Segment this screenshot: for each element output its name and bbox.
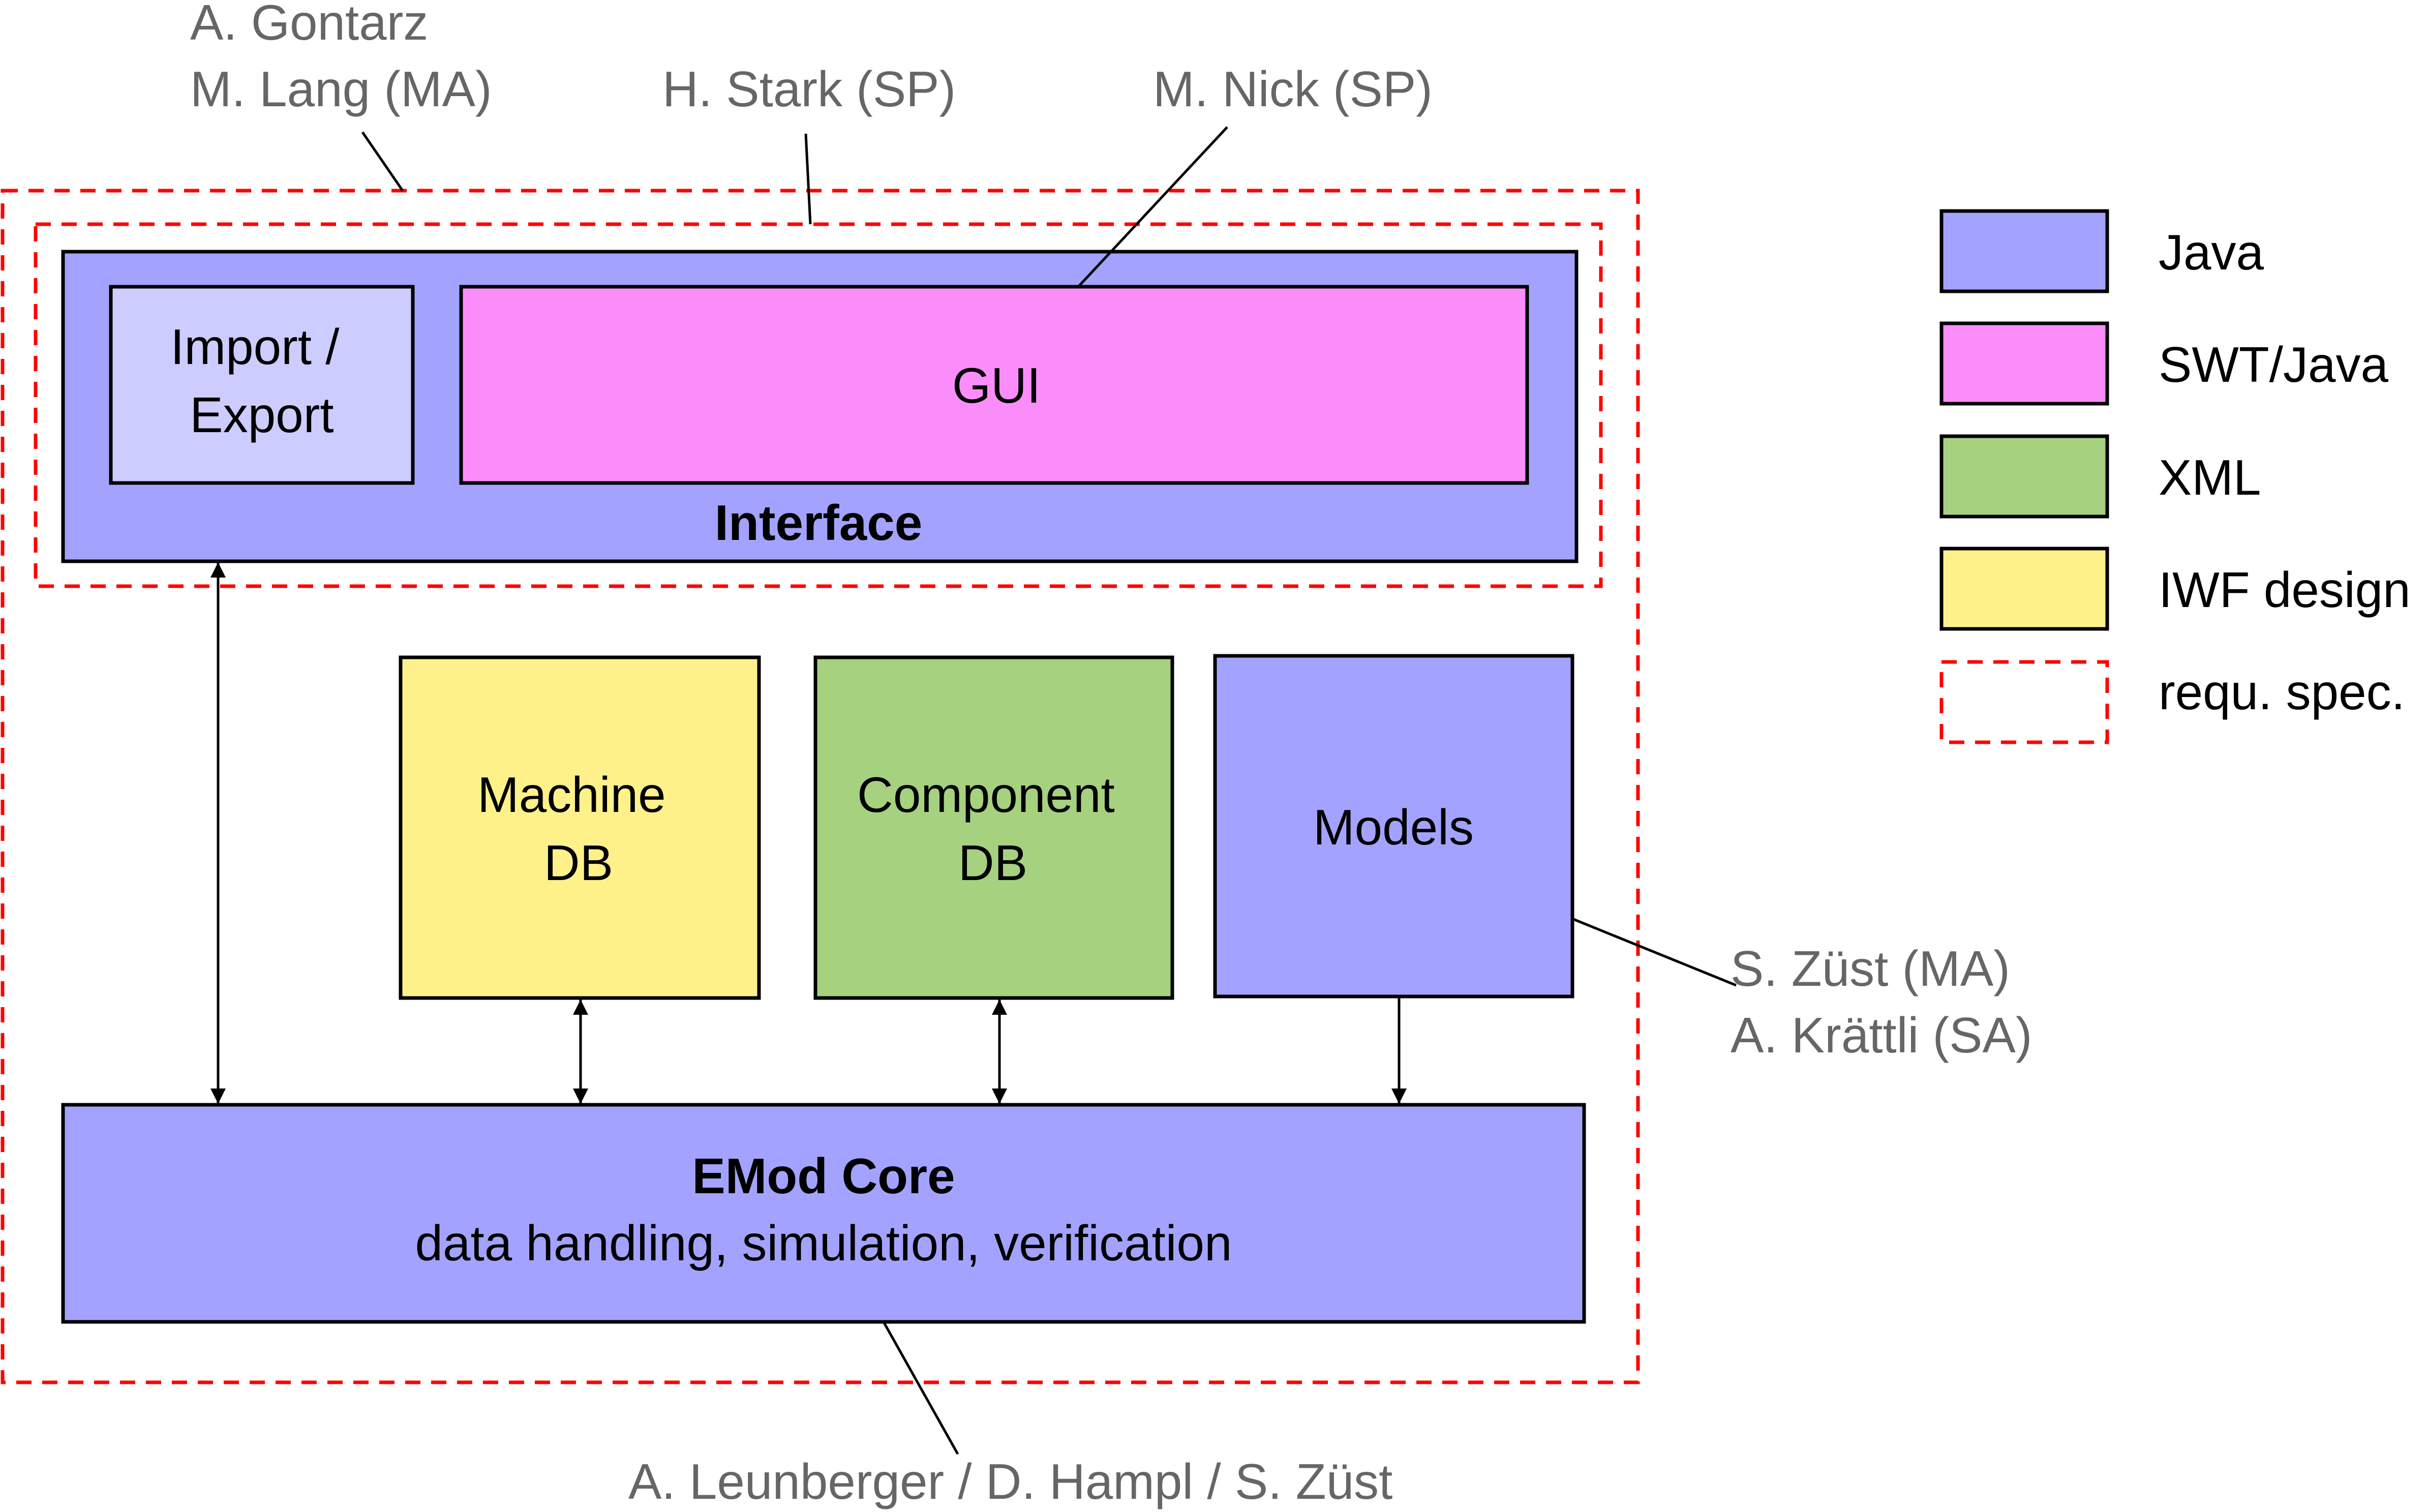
interface-label: Interface [715,495,923,551]
leader-gontarz-lang [361,131,404,192]
gui-block [459,285,1529,485]
machine-db-block [399,655,761,1000]
legend-swatch-xml [1939,434,2109,519]
component-db-block [813,655,1174,1000]
leader-zuest-kraettli [1573,918,1737,987]
author-nick: M. Nick (SP) [1153,61,1433,117]
legend-swatch-requ-spec [1939,660,2109,744]
emod-core-block [61,1103,1586,1324]
legend-label-requ-spec: requ. spec. [2159,664,2405,720]
legend-label-iwf-design: IWF design [2159,562,2411,618]
models-block [1213,654,1574,999]
requ-spec-outer-frame [1,189,1640,1384]
requ-spec-interface-frame [34,222,1603,588]
models-label: Models [1313,799,1474,855]
gui-label: GUI [952,357,1041,413]
emod-core-subtitle: data handling, simulation, verification [415,1215,1232,1271]
legend-label-java: Java [2159,224,2264,280]
legend-swatch-java [1939,209,2109,293]
legend-label-swt-java: SWT/Java [2159,337,2388,392]
legend-label-xml: XML [2159,449,2261,505]
author-core-team: A. Leunberger / D. Hampl / S. Züst [628,1454,1392,1509]
author-stark: H. Stark (SP) [662,61,956,117]
leader-stark [804,133,812,225]
import-export-block [109,285,415,485]
author-gontarz-lang: A. Gontarz M. Lang (MA) [190,0,492,117]
leader-nick [1077,126,1228,288]
component-db-label: Component DB [857,767,1129,891]
import-export-label: Import / Export [170,319,353,443]
legend-swatch-swt-java [1939,321,2109,406]
leader-core-team [882,1321,959,1455]
machine-db-label: Machine DB [477,767,680,891]
legend-swatch-iwf-design [1939,547,2109,631]
legend: Java SWT/Java XML IWF design requ. spec. [1939,209,2411,744]
emod-core-title: EMod Core [692,1148,955,1204]
author-zuest-kraettli: S. Züst (MA) A. Krättli (SA) [1731,941,2032,1063]
